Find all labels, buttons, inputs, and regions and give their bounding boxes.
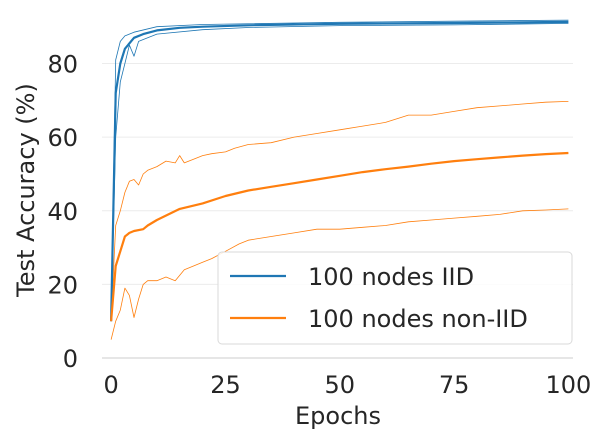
series-line-band-2	[110, 101, 569, 322]
legend-frame	[217, 251, 573, 345]
series-line-mean-0	[110, 20, 569, 322]
legend: 100 nodes IID 100 nodes non-IID	[217, 251, 573, 345]
x-tick-label: 50	[325, 371, 356, 399]
x-tick-label: 0	[104, 371, 119, 399]
y-tick-label: 20	[47, 271, 78, 299]
x-tick-label: 100	[546, 371, 592, 399]
series-line-band-1	[110, 23, 569, 322]
series-line-mean-1	[110, 151, 569, 322]
y-axis-title: Test Accuracy (%)	[12, 83, 40, 298]
x-axis-title: Epochs	[295, 402, 381, 430]
y-tick-label: 60	[47, 124, 78, 152]
y-tick-label: 80	[47, 51, 78, 79]
y-tick-label: 40	[47, 198, 78, 226]
legend-label: 100 nodes IID	[308, 263, 474, 291]
x-tick-label: 75	[439, 371, 470, 399]
series-line-band-3	[110, 208, 569, 340]
grid-lines	[102, 63, 573, 285]
x-tick-label: 25	[210, 371, 241, 399]
y-tick-label: 0	[63, 345, 78, 373]
y-tick-labels: 0 20 40 60 80	[47, 51, 78, 373]
x-tick-labels: 0 25 50 75 100	[104, 371, 592, 399]
series-line-band-0	[110, 19, 569, 322]
plot-area	[110, 19, 569, 340]
legend-label: 100 nodes non-IID	[308, 305, 528, 333]
